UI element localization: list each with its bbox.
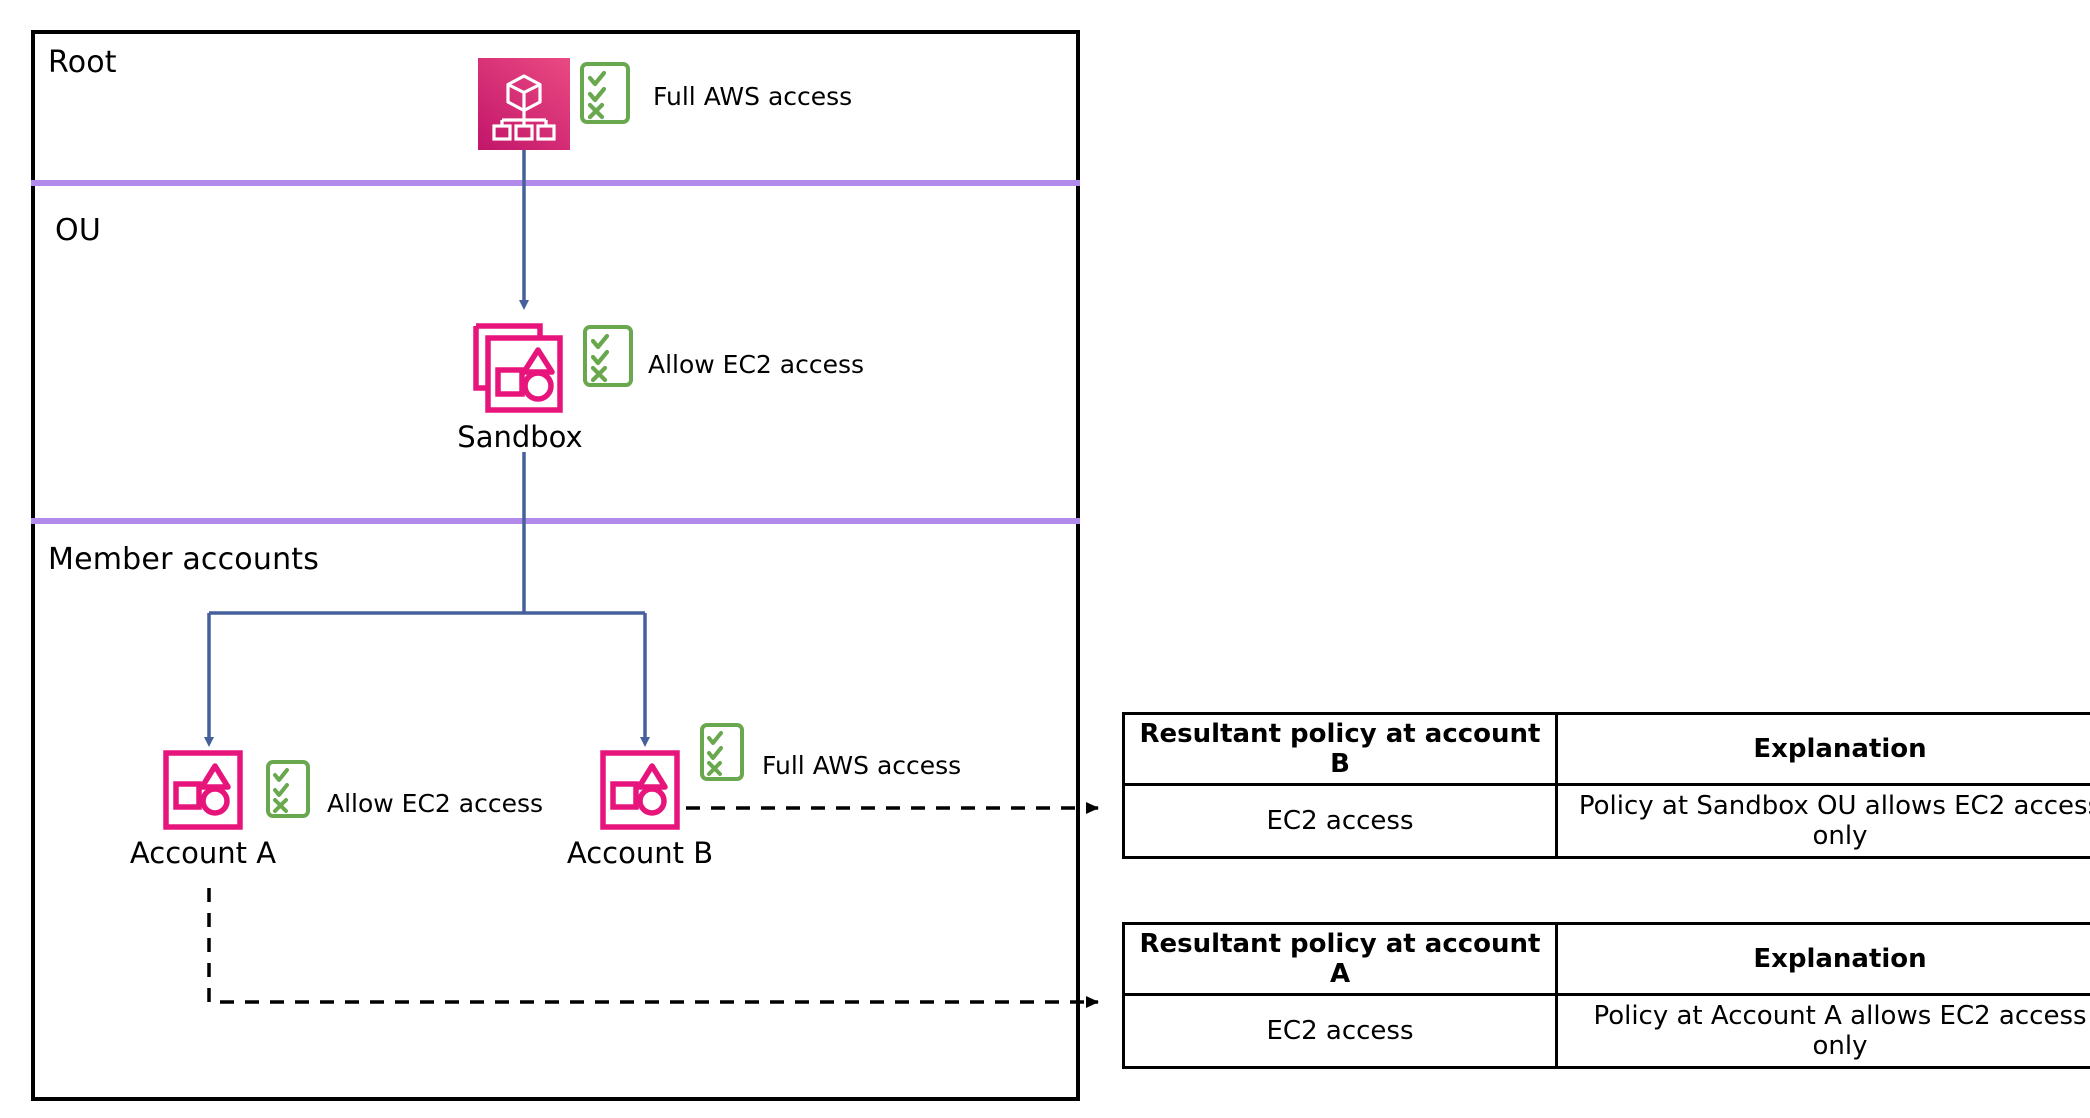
node-account-b[interactable]: Account B [567,750,713,870]
table-cell-policy-b: EC2 access [1122,783,1558,859]
node-root-organization[interactable] [478,58,570,150]
band-label-ou: OU [55,213,101,248]
aws-organizations-icon [478,58,570,150]
band-label-member: Member accounts [48,542,320,577]
node-account-a[interactable]: Account A [130,750,276,870]
aws-account-icon [163,750,243,830]
table-header-policy-b: Resultant policy at account B [1122,712,1558,786]
table-cell-policy-a: EC2 access [1122,993,1558,1069]
table-header-row: Resultant policy at account B Explanatio… [1122,712,2090,786]
organizational-unit-icon [473,323,563,413]
table-header-policy-a: Resultant policy at account A [1122,922,1558,996]
node-caption-account-b: Account B [566,836,714,870]
policy-label-account-a: Allow EC2 access [327,789,544,818]
table-cell-explanation-a: Policy at Account A allows EC2 access on… [1555,993,2090,1069]
node-caption-sandbox: Sandbox [457,420,583,454]
table-header-explanation-a: Explanation [1555,922,2090,996]
table-row: EC2 access Policy at Account A allows EC… [1122,993,2090,1069]
table-header-row: Resultant policy at account A Explanatio… [1122,922,2090,996]
policy-checklist-icon-ou [583,325,633,387]
node-caption-account-a: Account A [129,836,277,870]
policy-checklist-icon-account-a [266,760,310,818]
policy-checklist-icon-root [580,62,630,124]
policy-label-ou: Allow EC2 access [648,350,865,379]
table-cell-explanation-b: Policy at Sandbox OU allows EC2 access o… [1555,783,2090,859]
band-divider-root-ou [31,180,1080,186]
policy-label-root: Full AWS access [653,82,853,111]
resultant-policy-table-account-a: Resultant policy at account A Explanatio… [1122,922,2090,1069]
policy-label-account-b: Full AWS access [762,751,962,780]
resultant-policy-table-account-b: Resultant policy at account B Explanatio… [1122,712,2090,859]
aws-account-icon [600,750,680,830]
node-sandbox-ou[interactable]: Sandbox [457,322,583,454]
band-divider-ou-member [31,518,1080,524]
table-header-explanation-b: Explanation [1555,712,2090,786]
band-label-root: Root [48,45,117,80]
policy-checklist-icon-account-b [700,723,744,781]
table-row: EC2 access Policy at Sandbox OU allows E… [1122,783,2090,859]
